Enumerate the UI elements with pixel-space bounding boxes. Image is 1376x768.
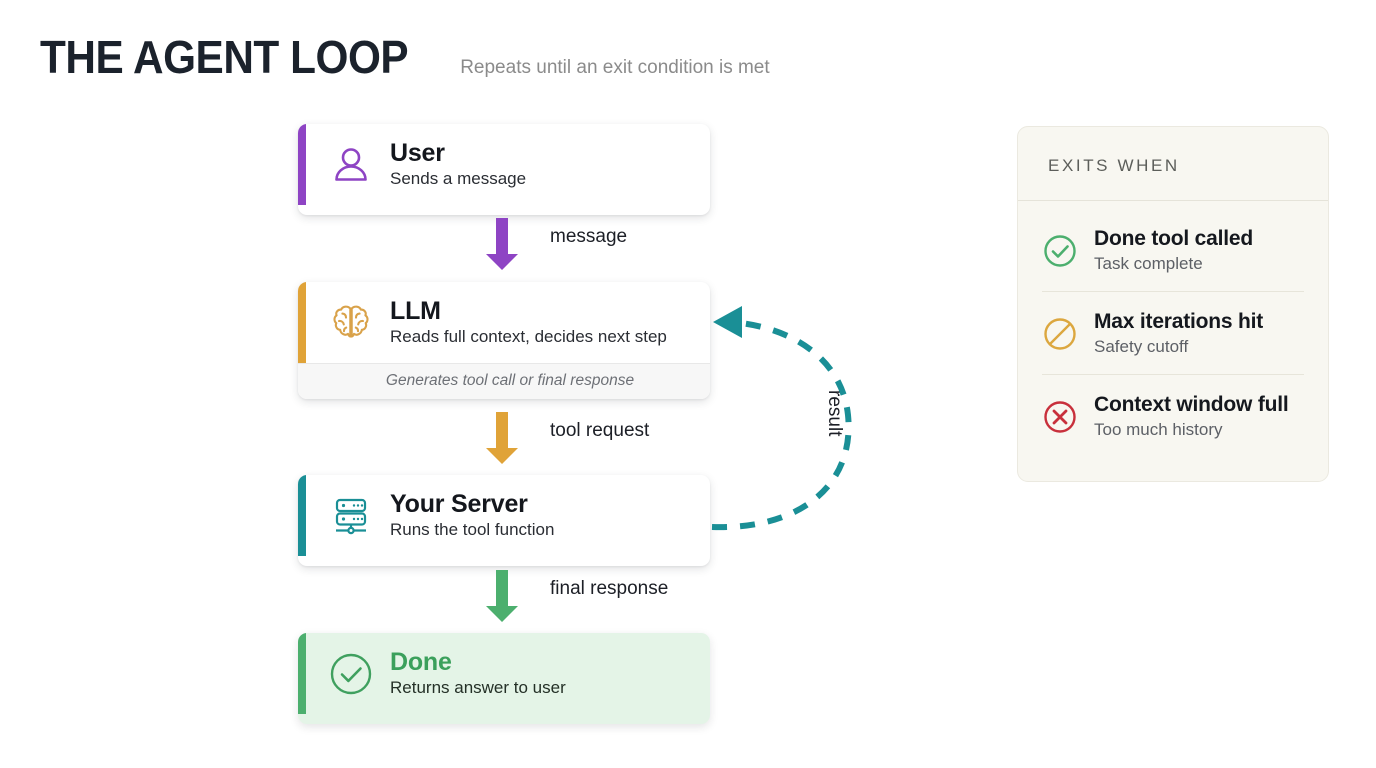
exit-subtitle: Too much history bbox=[1094, 419, 1223, 439]
accent-bar-server bbox=[298, 475, 306, 557]
exit-item-done-tool-called[interactable]: Done tool called Task complete bbox=[1042, 209, 1304, 291]
header: THE AGENT LOOP Repeats until an exit con… bbox=[40, 34, 770, 80]
flow-node-user[interactable]: User Sends a message bbox=[298, 124, 710, 215]
flow-node-server[interactable]: Your Server Runs the tool function bbox=[298, 475, 710, 566]
arrow-message: message bbox=[474, 216, 674, 272]
exits-panel-header: EXITS WHEN bbox=[1018, 127, 1328, 201]
server-icon bbox=[328, 493, 374, 539]
loop-arrow-result bbox=[711, 306, 852, 531]
arrow-final-response: final response bbox=[474, 568, 674, 624]
slash-circle-icon bbox=[1042, 316, 1078, 352]
exit-title: Context window full bbox=[1094, 393, 1289, 417]
node-footer: Generates tool call or final response bbox=[298, 363, 710, 400]
accent-bar-user bbox=[298, 124, 306, 206]
arrow-shaft bbox=[474, 216, 530, 272]
accent-bar-done bbox=[298, 633, 306, 715]
node-title: Done bbox=[390, 648, 452, 676]
node-title: LLM bbox=[390, 297, 441, 325]
exits-list: Done tool called Task complete Max itera… bbox=[1018, 201, 1328, 481]
page-subtitle: Repeats until an exit condition is met bbox=[460, 57, 770, 78]
arrow-shaft bbox=[474, 568, 530, 624]
loop-label: result bbox=[824, 390, 845, 437]
node-subtitle: Sends a message bbox=[390, 169, 527, 188]
brain-icon bbox=[328, 300, 374, 346]
exit-title: Max iterations hit bbox=[1094, 310, 1264, 334]
x-circle-icon bbox=[1042, 399, 1078, 435]
exits-panel: EXITS WHEN Done tool called Task complet… bbox=[1017, 126, 1329, 483]
exit-subtitle: Task complete bbox=[1094, 253, 1203, 273]
arrow-label: message bbox=[550, 226, 628, 247]
arrow-label: tool request bbox=[550, 420, 650, 441]
exit-item-context-window-full[interactable]: Context window full Too much history bbox=[1042, 374, 1304, 457]
exit-item-max-iterations-hit[interactable]: Max iterations hit Safety cutoff bbox=[1042, 291, 1304, 374]
node-title: Your Server bbox=[390, 490, 528, 518]
arrow-shaft bbox=[474, 410, 530, 466]
flow-node-done[interactable]: Done Returns answer to user bbox=[298, 633, 710, 724]
check-circle-icon bbox=[328, 651, 374, 697]
accent-bar-llm bbox=[298, 282, 306, 364]
arrow-label: final response bbox=[550, 578, 669, 599]
node-title: User bbox=[390, 139, 445, 167]
page-title: THE AGENT LOOP bbox=[40, 31, 409, 83]
exit-subtitle: Safety cutoff bbox=[1094, 336, 1189, 356]
check-circle-icon bbox=[1042, 233, 1078, 269]
user-icon bbox=[328, 142, 374, 188]
node-subtitle: Reads full context, decides next step bbox=[390, 327, 667, 346]
node-subtitle: Returns answer to user bbox=[390, 678, 566, 697]
exit-title: Done tool called bbox=[1094, 227, 1253, 250]
flow-node-llm[interactable]: LLM Reads full context, decides next ste… bbox=[298, 282, 710, 400]
arrow-tool-request: tool request bbox=[474, 410, 674, 466]
node-subtitle: Runs the tool function bbox=[390, 520, 555, 539]
